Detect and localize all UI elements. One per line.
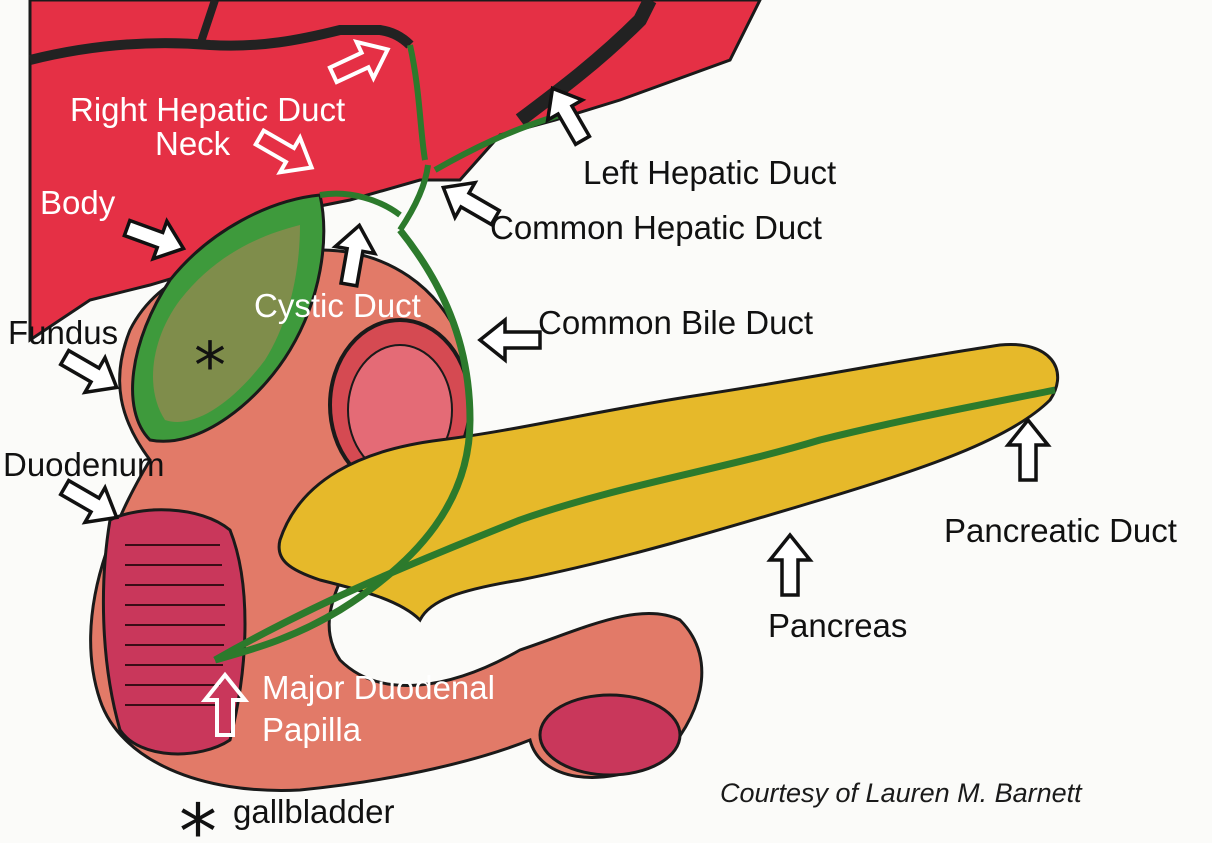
arrow-common-bile-duct [480,320,540,360]
credit-text: Courtesy of Lauren M. Barnett [720,775,1082,811]
jejunum-lumen [540,695,680,775]
legend-asterisk: * [179,787,217,843]
arrow-pancreatic-duct [1008,420,1048,480]
label-fundus: Fundus [8,315,118,351]
duodenum-mucosa [103,510,245,754]
label-major-papilla-line1: Major Duodenal [262,670,495,706]
legend-text: gallbladder [233,794,394,830]
arrow-pancreas [770,535,810,595]
label-pancreas: Pancreas [768,608,907,644]
gallbladder-asterisk: * [194,330,226,404]
label-left-hepatic-duct: Left Hepatic Duct [583,155,836,191]
label-major-papilla-line2: Papilla [262,712,361,748]
label-common-hepatic-duct: Common Hepatic Duct [490,210,822,246]
label-cystic-duct: Cystic Duct [254,288,421,324]
label-body: Body [40,185,115,221]
label-common-bile-duct: Common Bile Duct [538,305,813,341]
label-duodenum: Duodenum [3,447,164,483]
label-neck: Neck [155,126,230,162]
label-right-hepatic-duct: Right Hepatic Duct [70,92,345,128]
label-pancreatic-duct: Pancreatic Duct [944,513,1177,549]
